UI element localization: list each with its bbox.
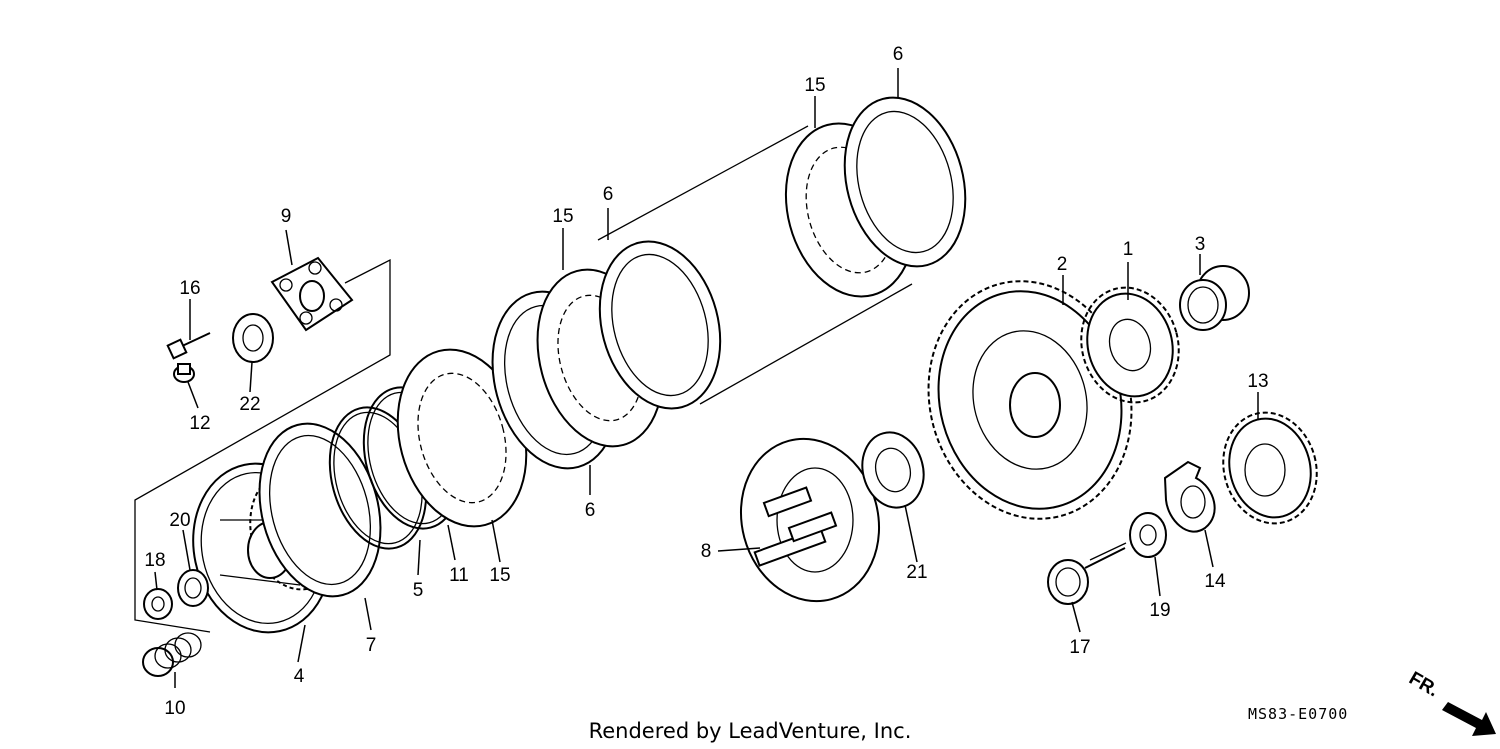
part-1-gear — [1080, 286, 1180, 404]
credit-text: Rendered by LeadVenture, Inc. — [589, 719, 912, 743]
part-3-collar — [1179, 265, 1250, 331]
part-6-friction-disc-upper — [843, 96, 967, 268]
callout-15-lower: 15 — [489, 565, 510, 586]
callout-6-lower: 6 — [585, 500, 596, 521]
callout-1: 1 — [1123, 239, 1134, 260]
callout-5: 5 — [413, 580, 424, 601]
callout-12: 12 — [189, 413, 210, 434]
callout-20: 20 — [169, 510, 190, 531]
part-20-washer — [177, 569, 209, 607]
part-9-lifter-plate — [270, 256, 354, 332]
callout-17: 17 — [1069, 637, 1090, 658]
callout-9: 9 — [281, 206, 292, 227]
callout-14: 14 — [1204, 571, 1226, 592]
part-12-pin — [173, 363, 195, 383]
part-19-washer — [1129, 512, 1167, 558]
callout-16: 16 — [179, 278, 200, 299]
callout-2: 2 — [1057, 254, 1068, 275]
callout-6-upper: 6 — [893, 44, 904, 65]
callout-6-middle: 6 — [603, 184, 614, 205]
callout-8: 8 — [701, 541, 712, 562]
part-code: MS83-E0700 — [1248, 705, 1348, 723]
callout-21: 21 — [906, 562, 927, 583]
part-17-flange-bolt — [1047, 542, 1127, 605]
callout-3: 3 — [1195, 234, 1206, 255]
part-8-clutch-center — [739, 437, 881, 603]
part-7-friction-disc — [258, 422, 382, 598]
callout-19: 19 — [1149, 600, 1170, 621]
front-direction-arrow-icon: FR. — [1405, 668, 1496, 736]
part-22-bearing — [232, 313, 274, 363]
part-14-lock-washer — [1163, 460, 1216, 533]
callout-labels: 1 2 3 4 5 6 6 6 7 8 9 10 11 12 13 14 15 … — [144, 44, 1268, 719]
callout-13: 13 — [1247, 371, 1268, 392]
part-21-thrust-washer — [861, 431, 925, 509]
callout-15-upper: 15 — [804, 75, 825, 96]
part-18-nut — [143, 588, 173, 620]
part-2-clutch-outer — [927, 280, 1133, 520]
callout-leader-lines — [154, 68, 1259, 688]
callout-4: 4 — [294, 666, 305, 687]
callout-15-middle: 15 — [552, 206, 573, 227]
direction-label: FR. — [1405, 668, 1442, 701]
part-6-friction-disc-middle — [598, 240, 722, 410]
callout-10: 10 — [164, 698, 185, 719]
callout-7: 7 — [366, 635, 377, 656]
assembly-bracket-lines — [134, 125, 913, 633]
callout-18: 18 — [144, 550, 165, 571]
callout-22: 22 — [239, 394, 260, 415]
callout-11: 11 — [449, 565, 469, 586]
part-10-springs — [142, 632, 202, 677]
part-16-bolt — [166, 332, 211, 360]
part-13-gear — [1222, 411, 1318, 525]
